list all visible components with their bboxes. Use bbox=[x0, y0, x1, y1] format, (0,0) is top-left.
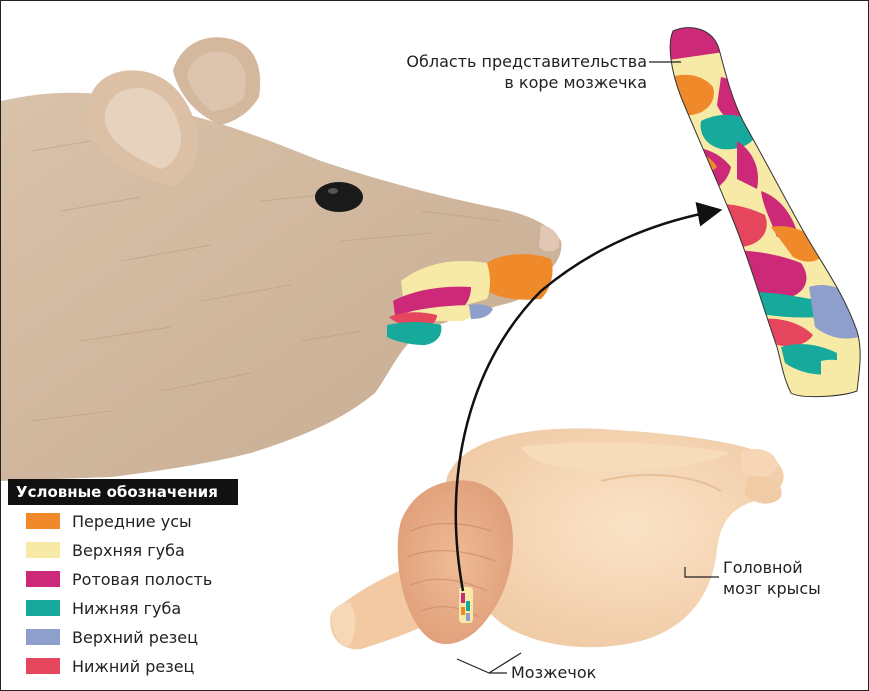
legend-label: Ротовая полость bbox=[72, 570, 212, 589]
legend-item: Передние усы bbox=[8, 509, 192, 533]
brain-label-line2: мозг крысы bbox=[723, 578, 821, 599]
legend-swatch bbox=[26, 542, 60, 558]
legend-swatch bbox=[26, 629, 60, 645]
legend-label: Передние усы bbox=[72, 512, 192, 531]
legend-label: Нижняя губа bbox=[72, 599, 181, 618]
legend-item: Нижняя губа bbox=[8, 596, 181, 620]
legend-item: Ротовая полость bbox=[8, 567, 212, 591]
cortex-area-label: Область представительства в коре мозжечк… bbox=[406, 51, 647, 93]
legend-label: Нижний резец bbox=[72, 657, 194, 676]
cerebellum-label: Мозжечок bbox=[511, 662, 596, 683]
legend-title: Условные обозначения bbox=[8, 479, 238, 505]
legend-item: Нижний резец bbox=[8, 654, 194, 678]
legend-item: Верхняя губа bbox=[8, 538, 185, 562]
legend-swatch bbox=[26, 513, 60, 529]
brain-label-line1: Головной bbox=[723, 557, 821, 578]
legend-item: Верхний резец bbox=[8, 625, 198, 649]
cortex-area-label-line2: в коре мозжечка bbox=[406, 72, 647, 93]
legend-swatch bbox=[26, 571, 60, 587]
brain-label: Головной мозг крысы bbox=[723, 557, 821, 599]
cerebellar-cortex-map bbox=[661, 21, 866, 401]
legend-label: Верхняя губа bbox=[72, 541, 185, 560]
rat-head bbox=[1, 37, 561, 481]
cerebellum-label-text: Мозжечок bbox=[511, 662, 596, 683]
legend-swatch bbox=[26, 658, 60, 674]
rat-brain bbox=[330, 428, 783, 649]
legend: Условные обозначения Передние усы Верхня… bbox=[8, 479, 238, 687]
legend-swatch bbox=[26, 600, 60, 616]
legend-label: Верхний резец bbox=[72, 628, 198, 647]
cortex-area-label-line1: Область представительства bbox=[406, 51, 647, 72]
